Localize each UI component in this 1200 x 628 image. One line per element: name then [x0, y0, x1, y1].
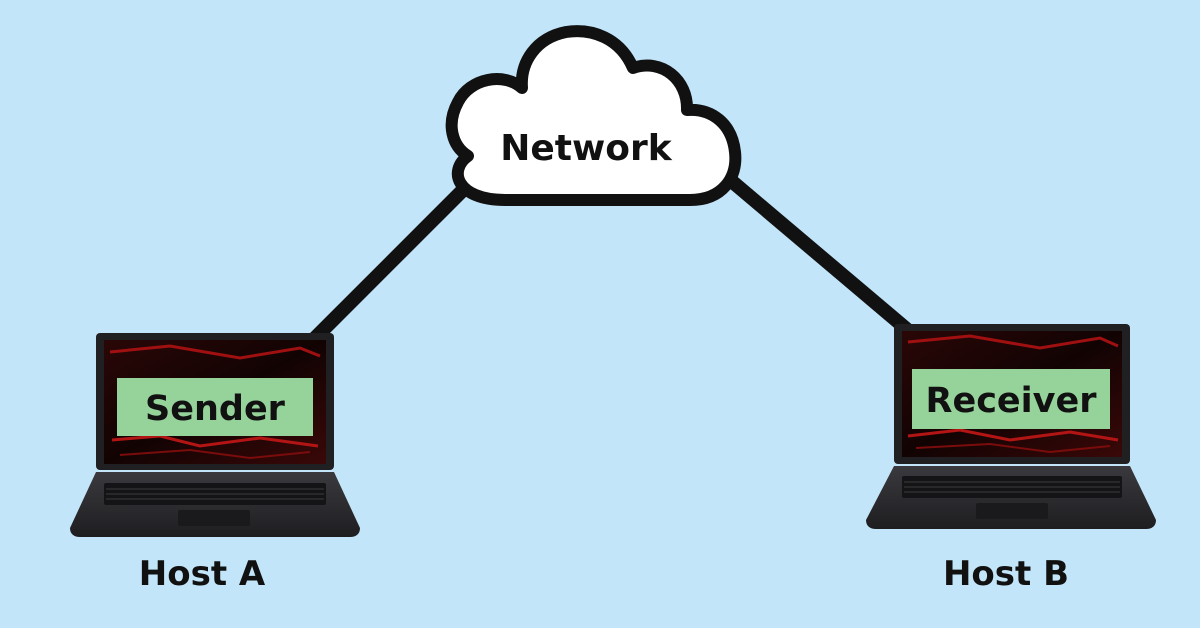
- link-line-host-a: [310, 180, 473, 343]
- link-line-host-b: [723, 172, 915, 338]
- receiver-label-box: [912, 369, 1110, 429]
- cloud-label: Network: [500, 128, 672, 169]
- host-b-label: Host B: [943, 554, 1069, 594]
- host-a-label: Host A: [139, 554, 266, 594]
- cloud-icon: Network: [445, 25, 742, 206]
- sender-label-box: [117, 378, 313, 436]
- sender-label: Sender: [145, 389, 286, 429]
- receiver-label: Receiver: [926, 381, 1098, 421]
